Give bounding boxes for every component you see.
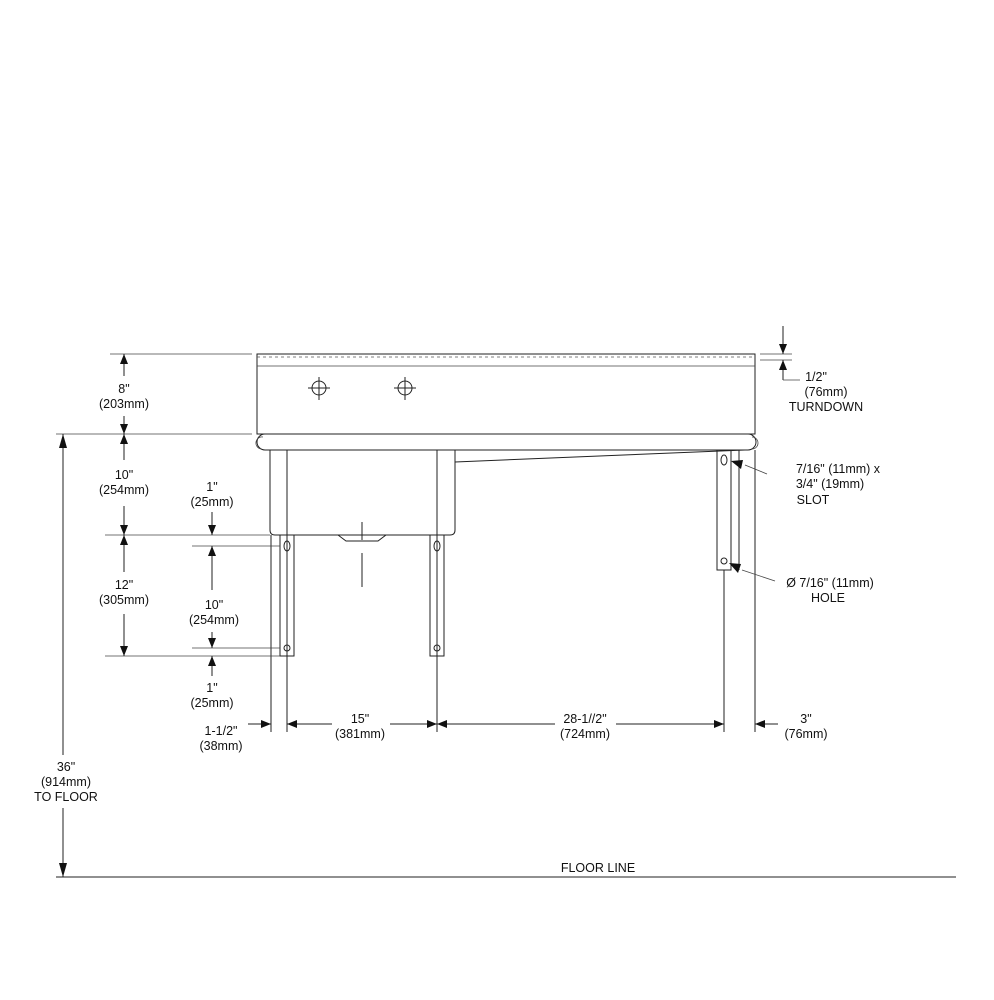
hole-spacing-metric: (254mm) xyxy=(189,613,239,627)
leg-upper-offset-imperial: 1" xyxy=(206,480,217,494)
slot-line3: SLOT xyxy=(797,493,830,507)
turndown-metric: (76mm) xyxy=(804,385,847,399)
left-offset-imperial: 1-1/2" xyxy=(205,724,238,738)
drain xyxy=(337,534,387,542)
bowl-depth-imperial: 10" xyxy=(115,468,133,482)
drainboard-slope xyxy=(454,449,746,463)
slot-callout: 7/16" (11mm) x 3/4" (19mm) SLOT xyxy=(731,460,881,507)
height-to-floor-label: TO FLOOR xyxy=(34,790,98,804)
backsplash-height-imperial: 8" xyxy=(118,382,129,396)
leg-lower-offset-metric: (25mm) xyxy=(190,696,233,710)
slot-line1: 7/16" (11mm) x xyxy=(796,462,881,476)
leg-spacing-bowl-metric: (381mm) xyxy=(335,727,385,741)
sink-body xyxy=(255,353,759,587)
height-to-floor-metric: (914mm) xyxy=(41,775,91,789)
faucet-hole-right xyxy=(394,377,416,400)
hole-spacing-imperial: 10" xyxy=(205,598,223,612)
hole-line2: HOLE xyxy=(811,591,845,605)
height-to-floor-imperial: 36" xyxy=(57,760,75,774)
hole-line1: Ø 7/16" (11mm) xyxy=(786,576,874,590)
slot-line2: 3/4" (19mm) xyxy=(796,477,864,491)
hole-callout: Ø 7/16" (11mm) HOLE xyxy=(729,563,874,605)
leg-spacing-drainboard-metric: (724mm) xyxy=(560,727,610,741)
leg-lower-offset-imperial: 1" xyxy=(206,681,217,695)
leg-spacing-bowl-imperial: 15" xyxy=(351,712,369,726)
leg-spacing-drainboard-imperial: 28-1//2" xyxy=(563,712,606,726)
leg-bracket-3 xyxy=(716,449,732,571)
left-offset-metric: (38mm) xyxy=(199,739,242,753)
rolled-rim xyxy=(256,433,757,451)
hole-leg-3 xyxy=(720,557,728,565)
floor-line-label: FLOOR LINE xyxy=(561,861,635,875)
bracket-span-imperial: 12" xyxy=(115,578,133,592)
vertical-dimensions: 8" (203mm) 10" (254mm) 12" (305mm) 1" (2… xyxy=(34,353,956,878)
turndown-imperial: 1/2" xyxy=(805,370,827,384)
right-offset-imperial: 3" xyxy=(800,712,811,726)
bracket-span-metric: (305mm) xyxy=(99,593,149,607)
legs xyxy=(270,449,756,732)
slot-leg-3 xyxy=(720,454,728,466)
bowl-depth-metric: (254mm) xyxy=(99,483,149,497)
faucet-hole-left xyxy=(308,377,330,400)
backsplash-height-metric: (203mm) xyxy=(99,397,149,411)
turndown-label: TURNDOWN xyxy=(789,400,863,414)
turndown-dimension: 1/2" (76mm) TURNDOWN xyxy=(760,326,863,414)
right-offset-metric: (76mm) xyxy=(784,727,827,741)
leg-upper-offset-metric: (25mm) xyxy=(190,495,233,509)
horizontal-dimensions: 1-1/2" (38mm) 15" (381mm) 28-1//2" (724m… xyxy=(199,712,827,753)
